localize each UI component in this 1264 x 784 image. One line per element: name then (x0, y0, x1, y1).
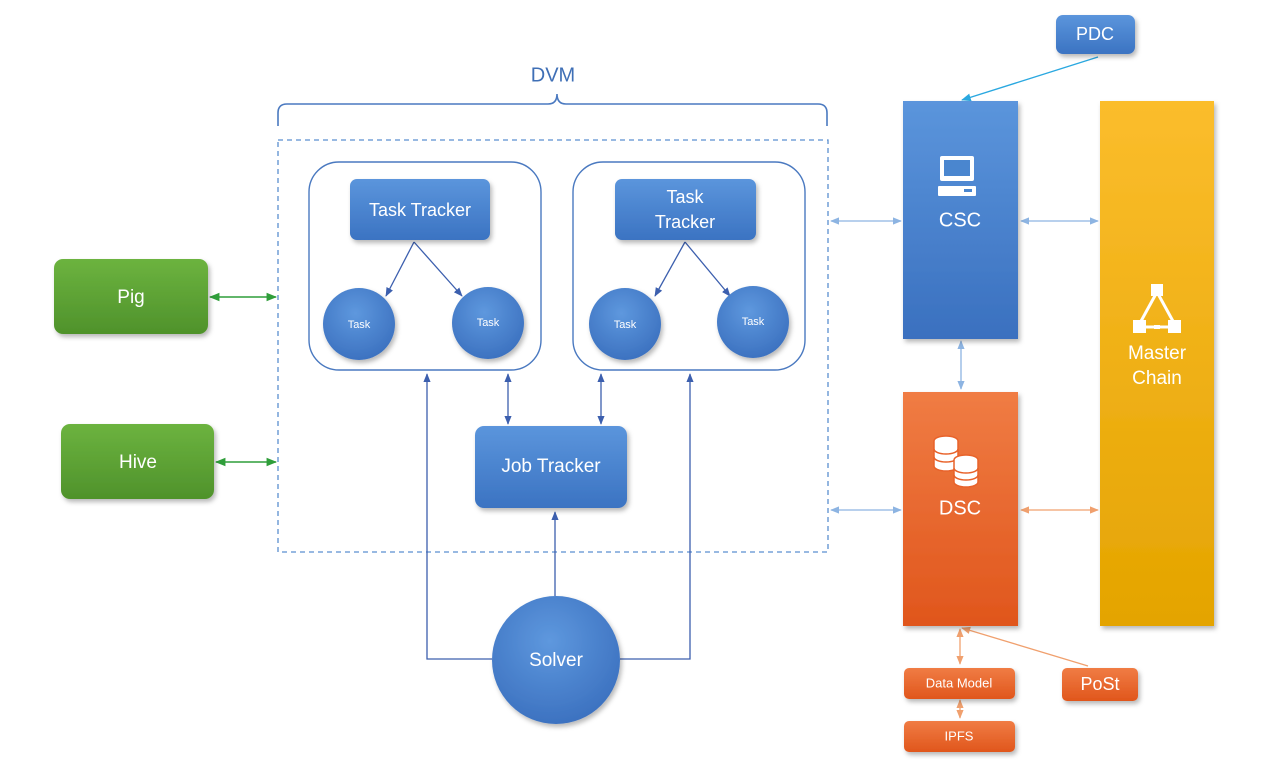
arrow-tt2-task3 (654, 241, 686, 297)
job-tracker-label: Job Tracker (501, 456, 601, 477)
job-tracker[interactable]: Job Tracker (475, 426, 627, 508)
pig-label: Pig (117, 287, 144, 308)
task-3-label: Task (614, 319, 637, 331)
arrow-solver-group-left (423, 373, 492, 660)
task-node-2[interactable]: Task (452, 287, 524, 359)
master-chain-node[interactable]: Master Chain (1100, 101, 1214, 626)
csc-node[interactable]: CSC (903, 101, 1018, 339)
task-tracker-2[interactable]: Task Tracker (615, 179, 756, 240)
dvm-boundary (277, 139, 829, 553)
post-label: PoSt (1080, 674, 1119, 694)
arrow-solver-group-right (620, 373, 694, 660)
hive-node[interactable]: Hive (61, 424, 214, 499)
dvm-brace (277, 93, 828, 126)
master-chain-label-line1: Master (1128, 343, 1187, 364)
task-tracker-2-label-line2: Tracker (655, 212, 715, 232)
task-tracker-1-label: Task Tracker (369, 200, 471, 220)
computer-icon (938, 156, 976, 196)
arrow-post-dsc (961, 626, 1089, 667)
data-model-label: Data Model (926, 675, 993, 690)
hive-label: Hive (119, 452, 157, 473)
dsc-node[interactable]: DSC (903, 392, 1018, 626)
post-node[interactable]: PoSt (1062, 668, 1138, 701)
solver-node[interactable]: Solver (492, 596, 620, 724)
arrow-pdc-csc (961, 56, 1099, 102)
arrow-tt2-task4 (684, 241, 731, 297)
task-2-label: Task (477, 317, 500, 329)
solver-label: Solver (529, 650, 584, 671)
dvm-label: DVM (531, 64, 575, 86)
arrow-tt1-task2 (413, 241, 463, 297)
task-4-label: Task (742, 316, 765, 328)
ipfs-node[interactable]: IPFS (904, 721, 1015, 752)
data-model-node[interactable]: Data Model (904, 668, 1015, 699)
dsc-label: DSC (939, 497, 981, 519)
task-node-1[interactable]: Task (323, 288, 395, 360)
arrow-tt1-task1 (385, 241, 415, 297)
database-icon (933, 435, 979, 488)
pdc-node[interactable]: PDC (1056, 15, 1135, 54)
master-chain-label-line2: Chain (1132, 368, 1182, 389)
pig-node[interactable]: Pig (54, 259, 208, 334)
pdc-label: PDC (1076, 24, 1114, 44)
network-nodes-icon (1133, 284, 1181, 333)
csc-label: CSC (939, 209, 981, 231)
task-node-3[interactable]: Task (589, 288, 661, 360)
task-tracker-1[interactable]: Task Tracker (350, 179, 490, 240)
ipfs-label: IPFS (945, 728, 974, 743)
task-1-label: Task (348, 319, 371, 331)
task-tracker-2-label-line1: Task (666, 187, 704, 207)
task-node-4[interactable]: Task (717, 286, 789, 358)
